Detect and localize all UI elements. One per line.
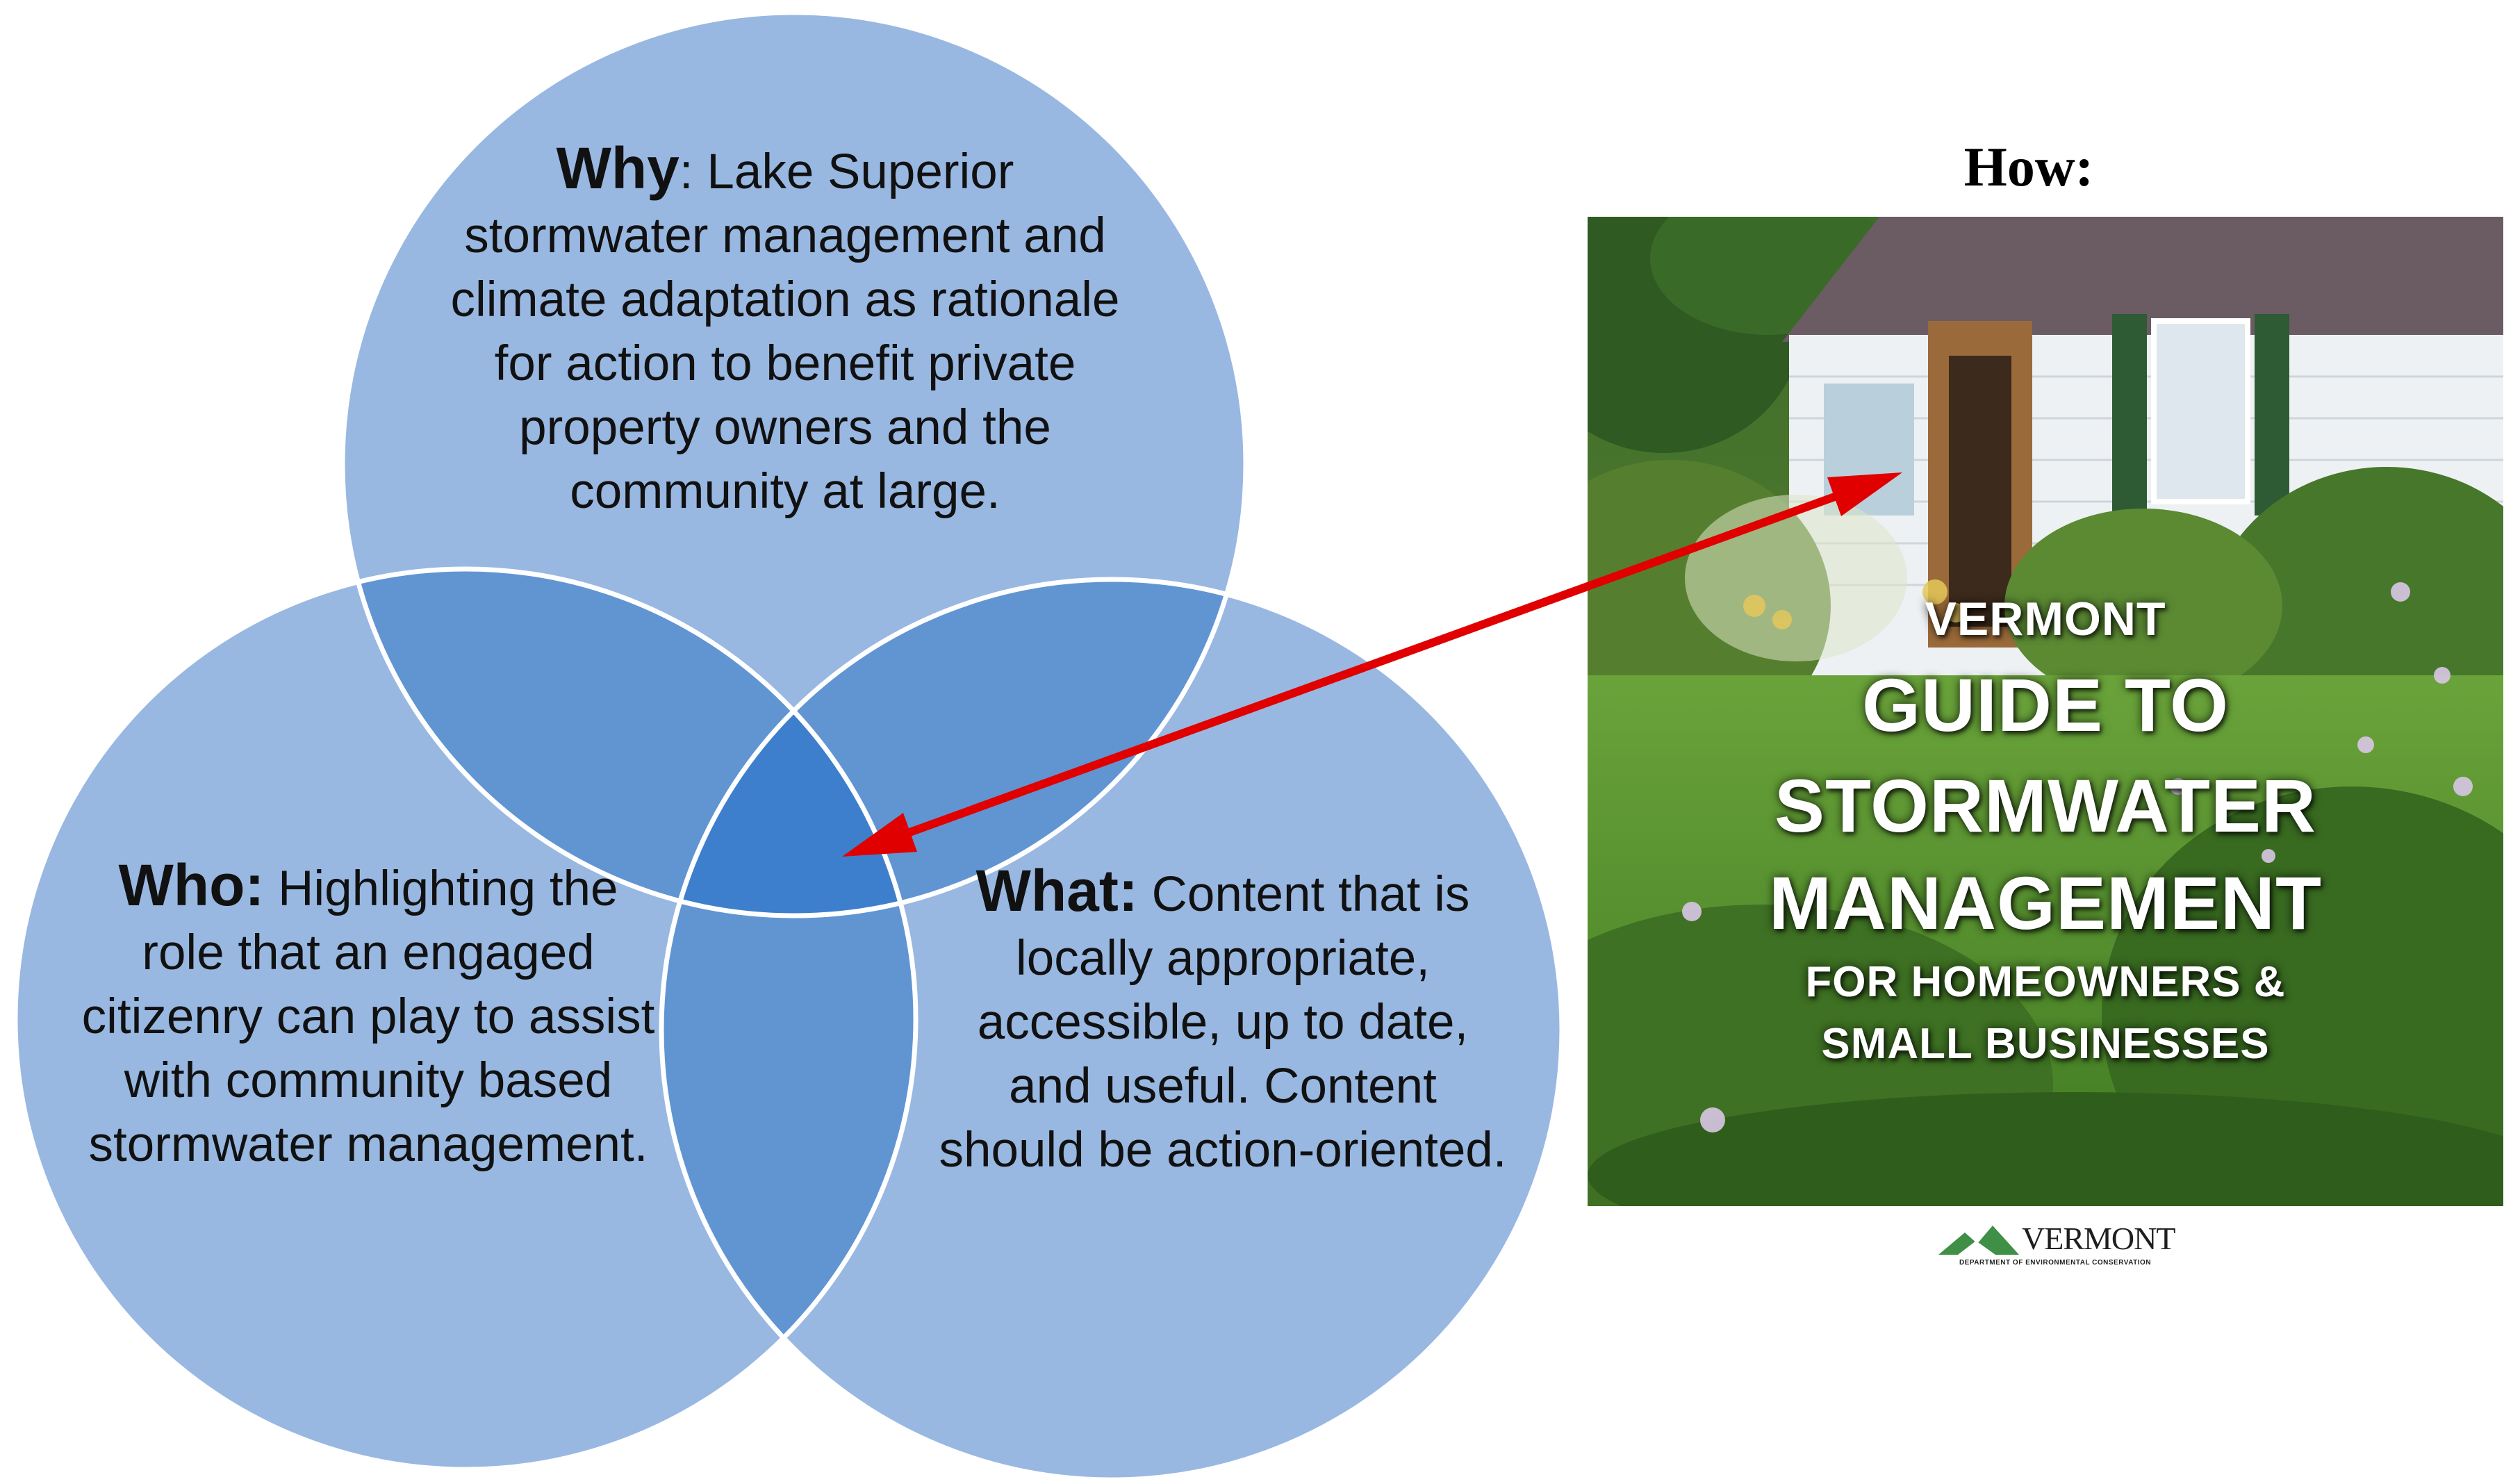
cover-title-line4: MANAGEMENT [1769,861,2322,945]
who-body: Highlighting the role that an engaged ci… [81,861,655,1172]
who-heading: Who: [118,852,265,918]
logo-subtitle: DEPARTMENT OF ENVIRONMENTAL CONSERVATION [1959,1259,2152,1267]
cover-subtitle-line1: FOR HOMEOWNERS & [1805,958,2286,1006]
logo-name: VERMONT [2022,1221,2175,1256]
cover-title-line1: VERMONT [1925,593,2166,645]
guide-cover-image: VERMONT GUIDE TO STORMWATER MANAGEMENT F… [1588,217,2503,1206]
mountain-logo-icon [1938,1226,2019,1255]
why-heading: Why [556,135,679,201]
how-title: How: [1963,137,2094,198]
overlap-why-who [343,569,916,916]
what-body: Content that is locally appropriate, acc… [939,867,1507,1178]
vermont-dec-logo: VERMONT DEPARTMENT OF ENVIRONMENTAL CONS… [1937,1220,2175,1276]
what-text: What: Content that is locally appropriat… [931,859,1515,1182]
why-body: : Lake Superior stormwater management an… [450,145,1120,519]
what-heading: What: [975,858,1138,923]
cover-title-line2: GUIDE TO [1861,663,2230,747]
cover-subtitle-line2: SMALL BUSINESSES [1821,1020,2270,1068]
cover-title-line3: STORMWATER [1774,764,2316,848]
who-text: Who: Highlighting the role that an engag… [76,853,660,1177]
overlap-why-what [661,579,1246,916]
why-text: Why: Lake Superior stormwater management… [445,136,1126,524]
